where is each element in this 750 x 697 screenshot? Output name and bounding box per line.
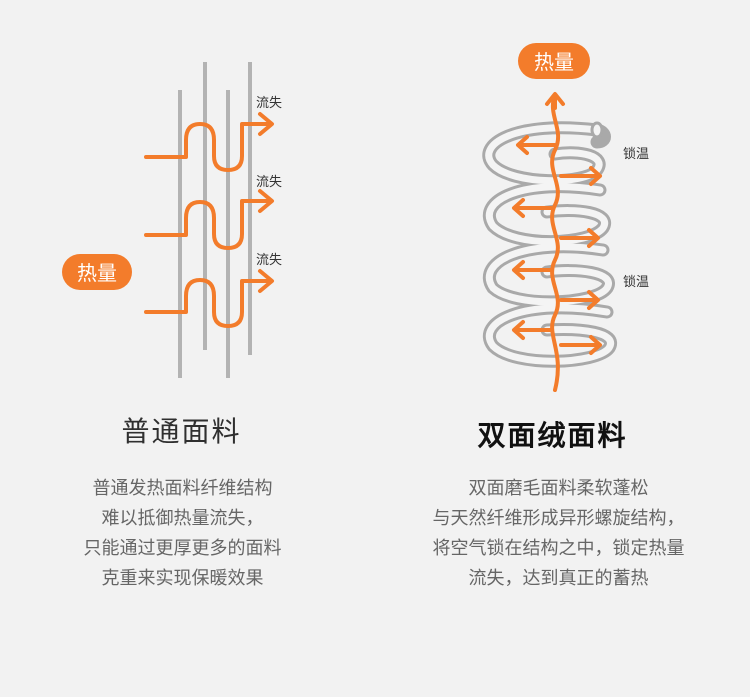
ordinary-fabric-panel: 流失 流失 流失 热量 普通面料 普通发热面料纤维结构 难以抵御热量流失， 只能… bbox=[0, 0, 375, 697]
double-fleece-description: 双面磨毛面料柔软蓬松 与天然纤维形成异形螺旋结构， 将空气锁在结构之中，锁定热量… bbox=[371, 474, 746, 594]
heat-flow-arrow-1 bbox=[146, 114, 272, 170]
description-line: 难以抵御热量流失， bbox=[0, 504, 370, 534]
loss-label: 流失 bbox=[256, 175, 282, 190]
description-line: 克重来实现保暖效果 bbox=[0, 564, 370, 594]
double-fleece-diagram: 热量 bbox=[375, 0, 750, 400]
ordinary-fabric-diagram: 流失 流失 流失 热量 bbox=[0, 0, 375, 400]
heat-flow-arrow-3 bbox=[146, 271, 272, 326]
ordinary-fabric-description: 普通发热面料纤维结构 难以抵御热量流失， 只能通过更厚更多的面料 克重来实现保暖… bbox=[0, 474, 370, 594]
description-line: 与天然纤维形成异形螺旋结构， bbox=[371, 504, 746, 534]
ordinary-fabric-title: 普通面料 bbox=[0, 410, 369, 450]
lock-label: 锁温 bbox=[623, 146, 649, 162]
heat-badge-label: 热量 bbox=[77, 261, 117, 285]
double-fleece-title: 双面绒面料 bbox=[365, 414, 740, 454]
lock-label: 锁温 bbox=[623, 274, 649, 290]
description-line: 流失，达到真正的蓄热 bbox=[371, 564, 746, 594]
heat-badge: 热量 bbox=[62, 254, 132, 290]
description-line: 只能通过更厚更多的面料 bbox=[0, 534, 370, 564]
heat-badge: 热量 bbox=[518, 43, 590, 79]
loss-label: 流失 bbox=[256, 253, 282, 268]
double-fleece-panel: 热量 bbox=[375, 0, 750, 697]
description-line: 将空气锁在结构之中，锁定热量 bbox=[371, 534, 746, 564]
description-line: 普通发热面料纤维结构 bbox=[0, 474, 370, 504]
description-line: 双面磨毛面料柔软蓬松 bbox=[371, 474, 746, 504]
heat-flow-arrow-2 bbox=[146, 191, 272, 248]
loss-label: 流失 bbox=[256, 96, 282, 111]
heat-badge-label: 热量 bbox=[534, 50, 574, 74]
